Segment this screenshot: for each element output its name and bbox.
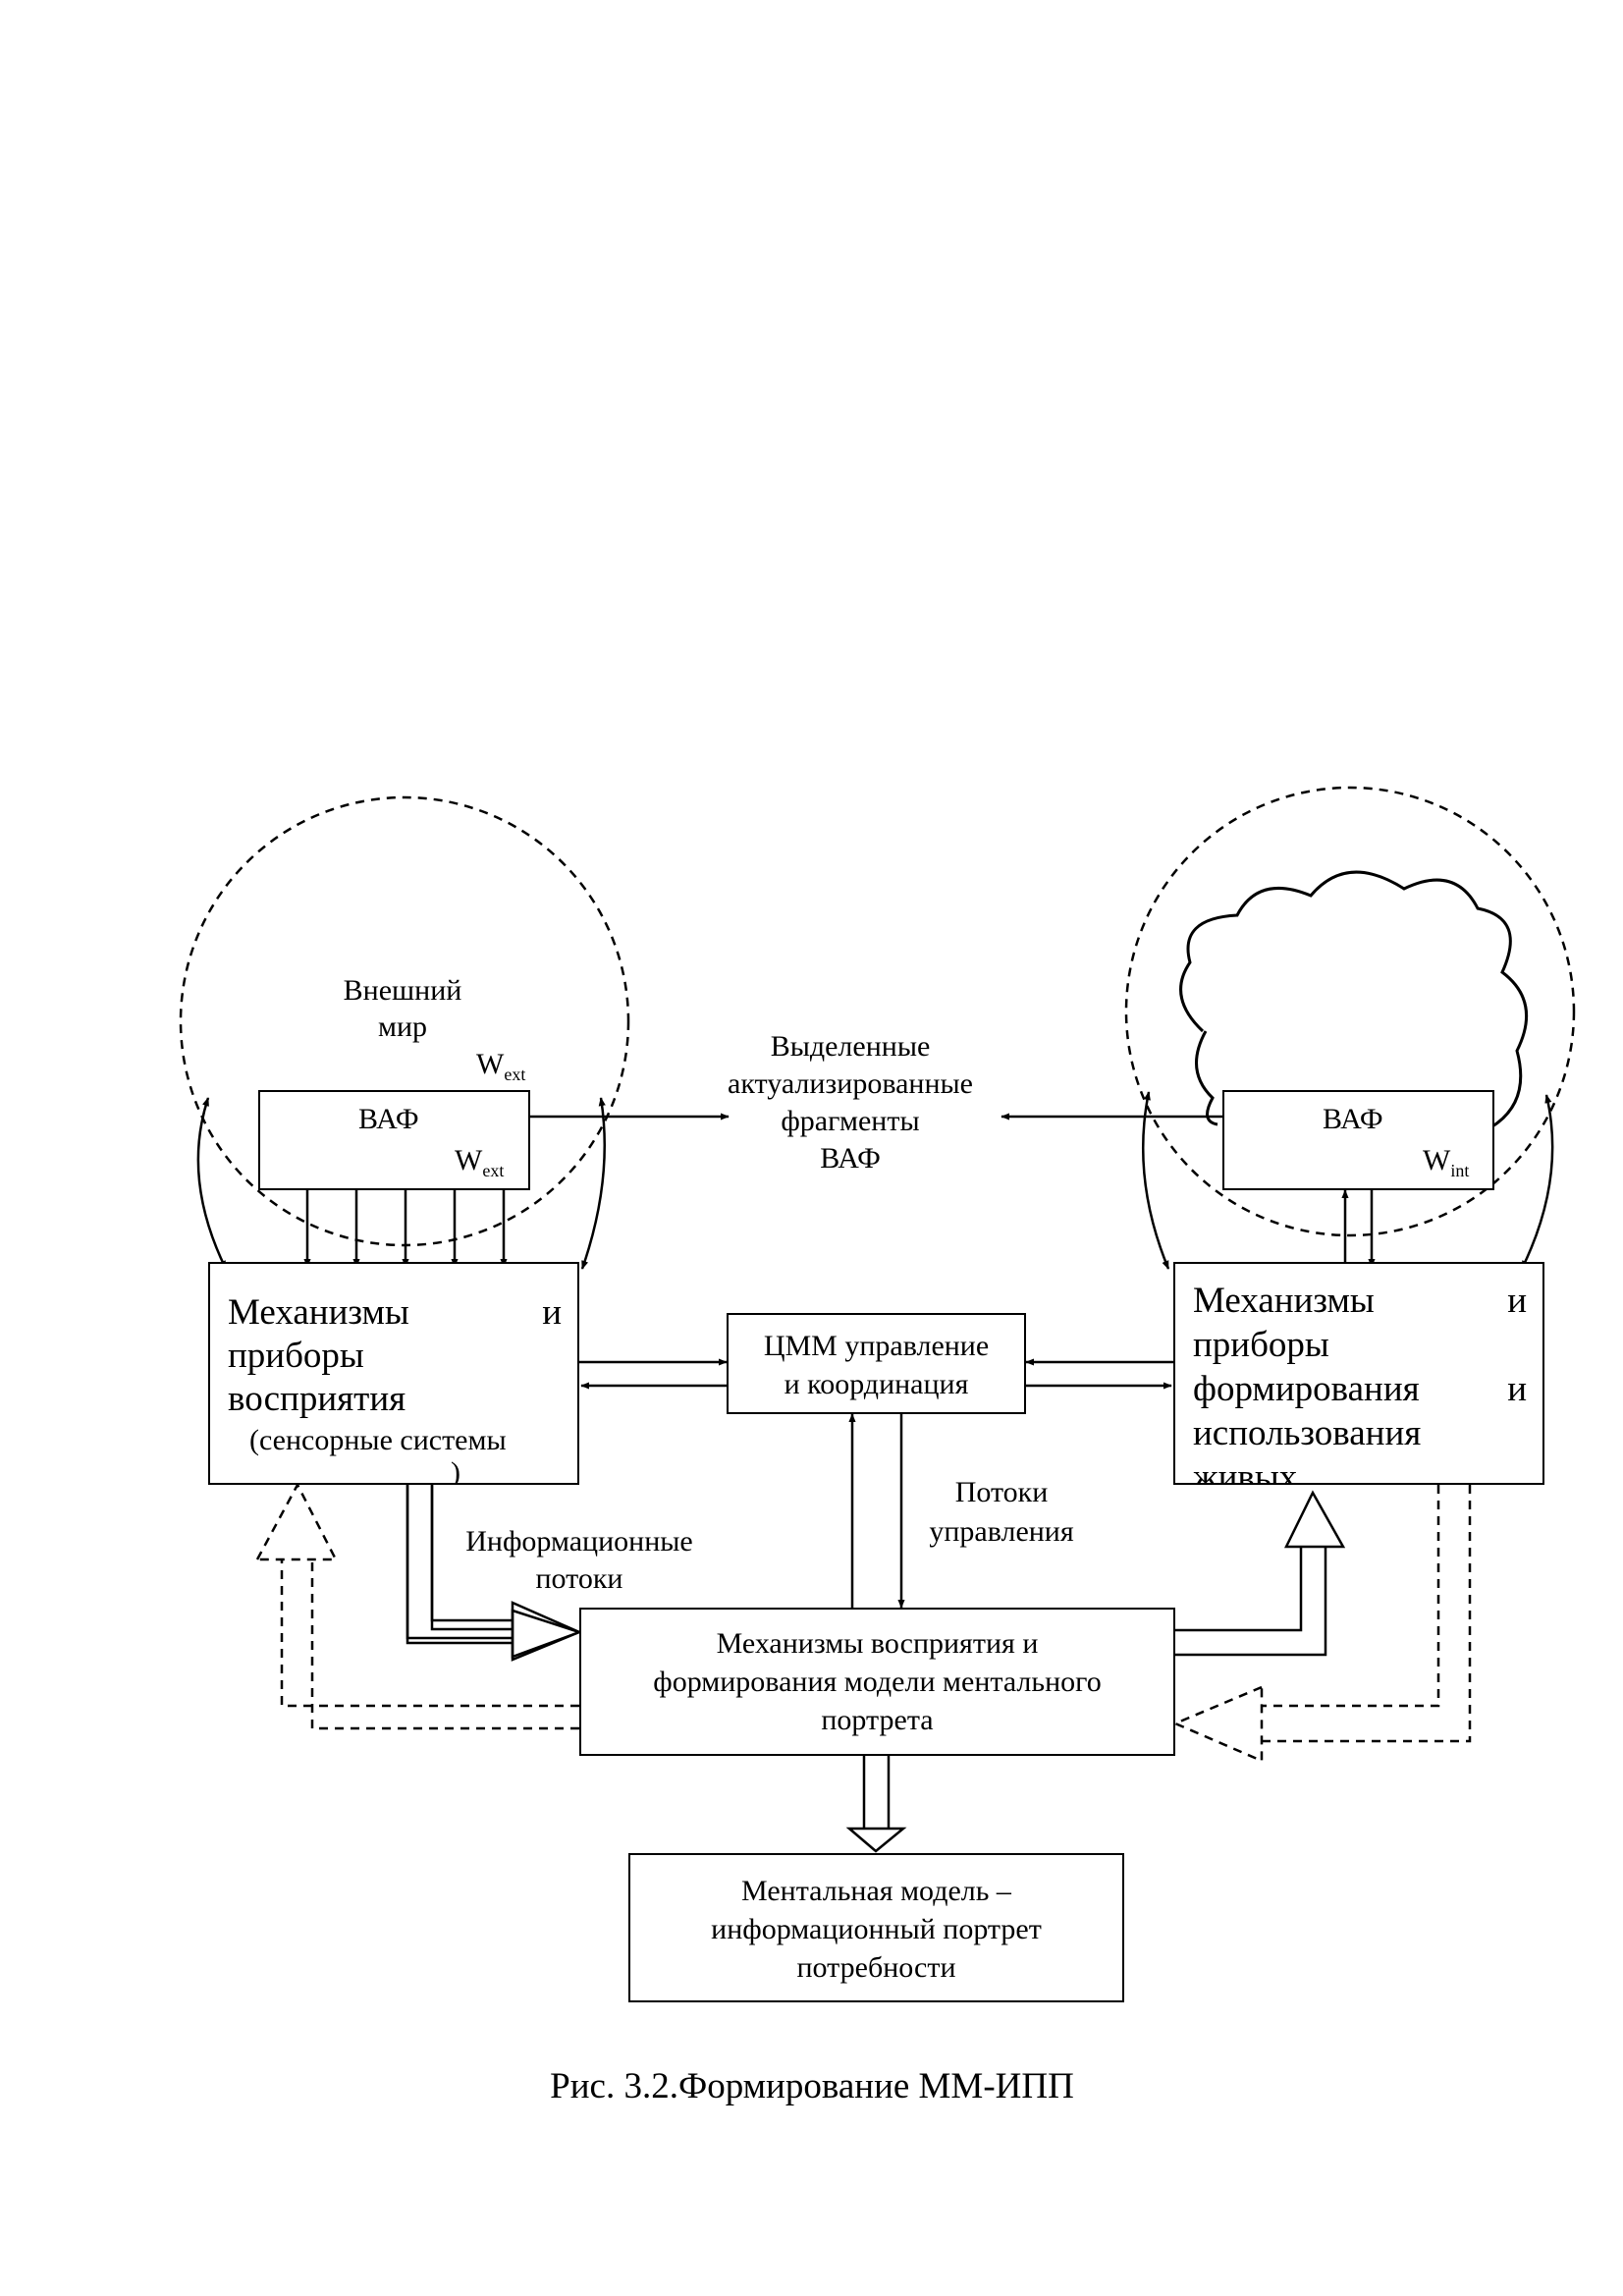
selected-fragments-line4: ВАФ: [820, 1142, 881, 1175]
formation-box: Механизмы и приборы формирования и испол…: [1173, 1262, 1544, 1485]
w-subscript: ext: [482, 1161, 505, 1180]
vaf-left-box: ВАФ Wext: [258, 1090, 530, 1190]
w-symbol: W: [476, 1048, 505, 1080]
formation-line1-left: Механизмы: [1193, 1281, 1375, 1321]
perception-line1-right: и: [542, 1292, 562, 1333]
mental-portrait-line1: Механизмы восприятия и: [716, 1627, 1039, 1660]
w-subscript: ext: [504, 1065, 526, 1084]
mental-portrait-line3: портрета: [821, 1704, 934, 1736]
control-flows-line2: управления: [929, 1515, 1074, 1548]
formation-line3-left: формирования: [1193, 1369, 1420, 1409]
vaf-right-box: ВАФ Wint: [1222, 1090, 1494, 1190]
selected-fragments-line2: актуализированные: [728, 1067, 973, 1100]
mental-model-box: Ментальная модель – информационный портр…: [628, 1853, 1124, 2002]
mental-portrait-line2: формирования модели ментального: [653, 1666, 1102, 1698]
info-flows-line1: Информационные: [465, 1525, 693, 1558]
control-flows-line1: Потоки: [954, 1476, 1049, 1508]
figure-caption: Рис. 3.2.Формирование ММ-ИПП: [550, 2066, 1074, 2106]
perception-line2: приборы: [228, 1336, 364, 1376]
selected-fragments-label: Выделенные актуализированные фрагменты В…: [703, 1028, 998, 1177]
formation-line1-right: и: [1507, 1281, 1527, 1321]
mental-model-text: Ментальная модель – информационный портр…: [630, 1872, 1122, 1987]
perception-line3: восприятия: [228, 1379, 406, 1419]
cmm-box: ЦММ управление и координация: [727, 1313, 1026, 1414]
w-subscript: int: [1450, 1161, 1470, 1180]
cloud-shape: [1179, 870, 1529, 1131]
left-curve-arrow-outer: [196, 1097, 228, 1270]
vaf-right-label: ВАФ: [1323, 1103, 1383, 1135]
mental-portrait-text: Механизмы восприятия и формирования моде…: [581, 1624, 1173, 1739]
control-flows-label: Потоки управления: [903, 1473, 1100, 1552]
info-flow-hollow-arrow-body: [406, 1485, 583, 1662]
portrait-to-formation-hollow-arrow: [1175, 1490, 1346, 1657]
cmm-text: ЦММ управление и координация: [729, 1327, 1024, 1403]
external-world-label: Внешний мир: [329, 972, 476, 1045]
perception-line1: Механизмы и: [228, 1291, 562, 1335]
w-symbol: W: [455, 1144, 483, 1176]
formation-line1: Механизмы и: [1193, 1279, 1527, 1323]
perception-line1-left: Механизмы: [228, 1292, 409, 1333]
formation-line3-right: и: [1507, 1369, 1527, 1409]
mental-portrait-box: Механизмы восприятия и формирования моде…: [579, 1608, 1175, 1756]
perception-line5: ): [451, 1456, 460, 1485]
info-flows-label: Информационные потоки: [447, 1523, 712, 1598]
vaf-right-w: Wint: [1423, 1143, 1469, 1182]
internal-world-circle: [1124, 786, 1576, 1237]
right-feedback-dashed-arrow: [1171, 1485, 1472, 1763]
selected-fragments-line1: Выделенные: [770, 1030, 931, 1063]
perception-line4: (сенсорные системы: [249, 1424, 507, 1456]
formation-line2: приборы: [1193, 1325, 1329, 1365]
formation-line4: использования: [1193, 1413, 1422, 1453]
right-curve-arrow-outer: [1142, 1091, 1170, 1270]
external-world-line1: Внешний: [343, 974, 462, 1007]
info-flows-line2: потоки: [535, 1562, 623, 1595]
external-world-w-symbol: Wext: [476, 1047, 525, 1086]
mental-model-line1: Ментальная модель –: [741, 1875, 1011, 1907]
formation-line5: живых: [1193, 1457, 1298, 1485]
left-feedback-dashed-arrow: [254, 1482, 579, 1730]
mental-model-line3: потребности: [796, 1951, 956, 1984]
left-curve-arrow-inner: [580, 1097, 607, 1270]
selected-fragments-line3: фрагменты: [781, 1105, 920, 1137]
formation-line3: формирования и: [1193, 1367, 1527, 1411]
right-curve-arrow-inner: [1520, 1094, 1554, 1270]
perception-text: Механизмы и приборы восприятия: [228, 1291, 562, 1421]
mental-model-line2: информационный портрет: [711, 1913, 1042, 1945]
vaf-left-w: Wext: [455, 1143, 504, 1182]
portrait-to-model-hollow-arrow: [845, 1756, 907, 1853]
external-world-line2: мир: [377, 1011, 428, 1043]
w-symbol: W: [1423, 1144, 1451, 1176]
cmm-line1: ЦММ управление: [763, 1330, 990, 1362]
formation-text: Механизмы и приборы формирования и испол…: [1193, 1279, 1527, 1485]
perception-box: Механизмы и приборы восприятия (сенсорны…: [208, 1262, 579, 1485]
cmm-line2: и координация: [784, 1368, 969, 1400]
vaf-left-label: ВАФ: [358, 1103, 419, 1135]
